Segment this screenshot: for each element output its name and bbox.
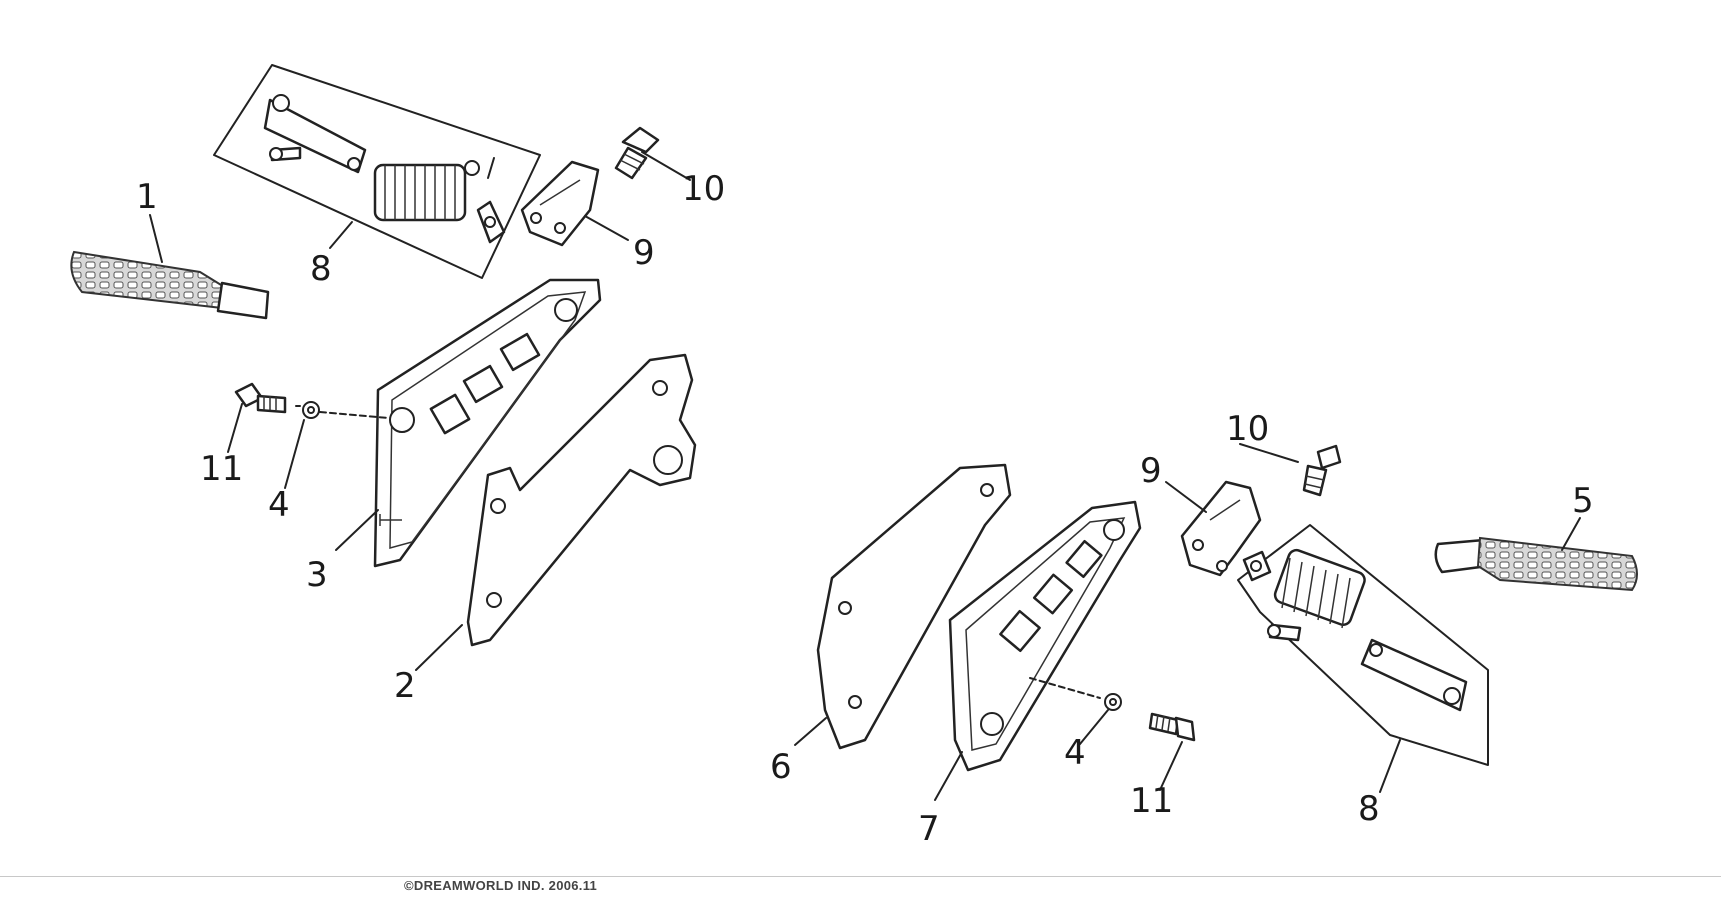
part-label-11-right: 11	[1130, 781, 1173, 821]
bolt-right-lower	[1148, 712, 1196, 742]
part-label-7: 7	[918, 809, 940, 849]
part-label-6: 6	[770, 747, 792, 787]
footrest-bracket-left	[520, 160, 600, 247]
bolt-left-upper	[614, 126, 660, 180]
footrest-rubber-left	[70, 250, 270, 320]
footrest-plate-outer-right	[816, 463, 1012, 750]
leader-lines	[149, 151, 1581, 801]
footrest-assembly-right	[1237, 524, 1489, 766]
footrest-bracket-main-left	[466, 353, 697, 647]
part-label-8-left: 8	[310, 249, 332, 289]
footrest-assembly-left	[213, 64, 541, 279]
part-label-5: 5	[1572, 481, 1594, 521]
footer-divider	[0, 876, 1721, 877]
part-label-2: 2	[394, 666, 416, 706]
part-label-9-right: 9	[1140, 451, 1162, 491]
bolt-right-upper	[1302, 444, 1342, 497]
part-label-10-right: 10	[1226, 409, 1269, 449]
part-label-8-right: 8	[1358, 789, 1380, 829]
part-label-11-left: 11	[200, 449, 243, 489]
nut-left	[295, 401, 389, 419]
part-label-9-left: 9	[633, 233, 655, 273]
bolt-left-lower	[234, 382, 287, 414]
part-label-3: 3	[306, 555, 328, 595]
footrest-holder-plate-right	[948, 500, 1142, 772]
part-label-1: 1	[136, 177, 158, 217]
footrest-holder-plate-left	[373, 278, 602, 568]
footrest-rubber-right	[1434, 536, 1638, 592]
nut-right	[1029, 677, 1122, 711]
footrest-bracket-right	[1180, 480, 1262, 577]
part-label-4-left: 4	[268, 485, 290, 525]
copyright-footer: ©DREAMWORLD IND. 2006.11	[404, 878, 598, 893]
part-label-4-right: 4	[1064, 733, 1086, 773]
part-label-10-left: 10	[682, 169, 725, 209]
